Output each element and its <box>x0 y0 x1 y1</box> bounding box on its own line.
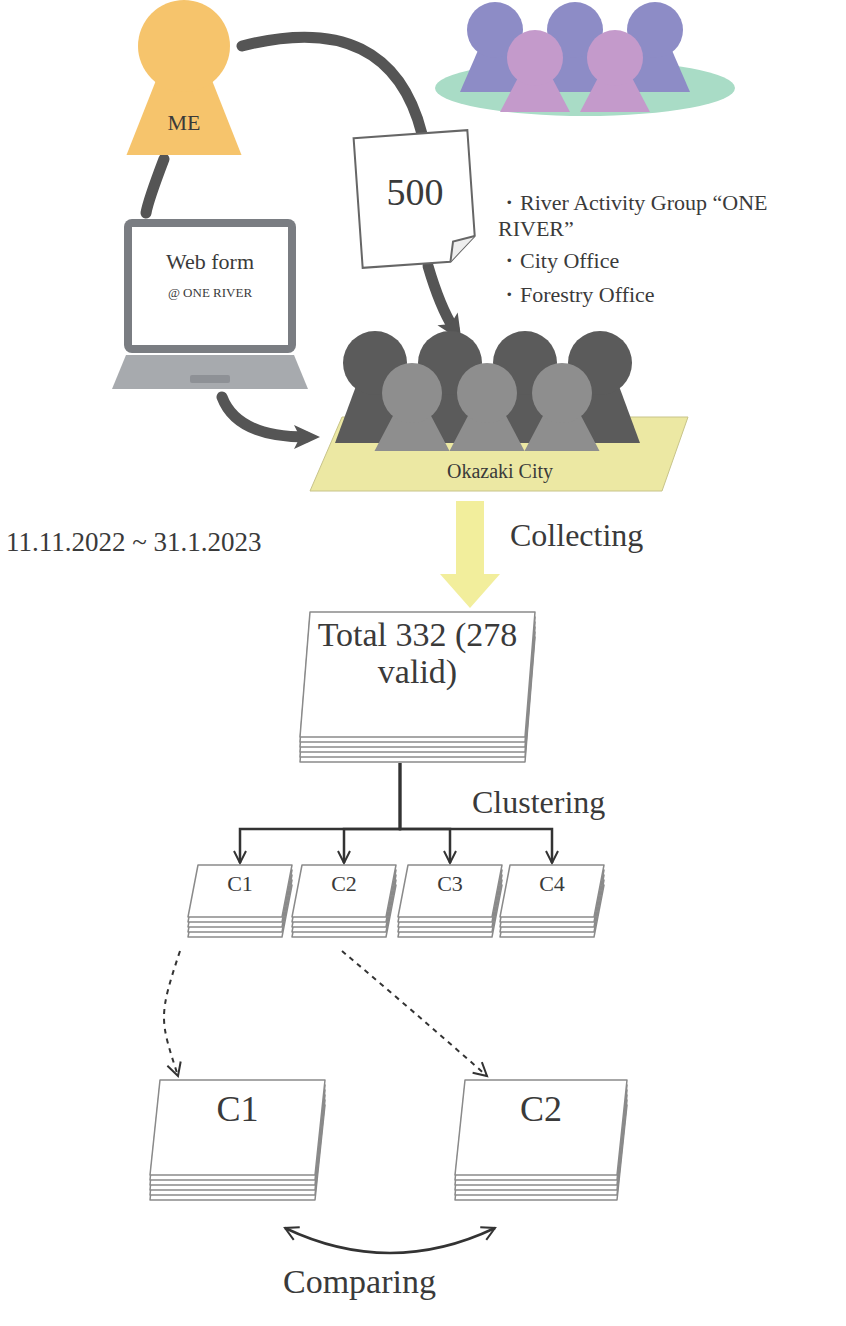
node-text: ・City Office <box>498 248 770 274</box>
cluster-stack: C4 <box>500 865 604 937</box>
connector-path <box>342 951 487 1076</box>
selected-cluster-stack: C1 <box>150 1080 325 1200</box>
tree-line <box>240 763 400 863</box>
laptop-trackpad <box>190 375 230 383</box>
web-form-laptop-outline <box>112 215 308 393</box>
node-text: ・River Activity Group “ONE RIVER” <box>498 190 770 243</box>
connector <box>222 397 306 437</box>
laptop-display <box>132 227 288 345</box>
paper-sheet <box>188 865 292 917</box>
document-sheet <box>354 130 477 268</box>
response-stack: Total 332 (278 valid) <box>300 612 535 762</box>
connector <box>146 159 164 213</box>
node-text: C3 <box>403 871 497 897</box>
cluster-stack: C3 <box>398 865 502 937</box>
connector-path <box>164 951 180 1076</box>
node-text: Web form <box>132 249 288 275</box>
paper-sheet <box>292 865 396 917</box>
person-head <box>382 363 442 423</box>
questionnaire-document: 500 <box>350 128 480 270</box>
connector-path <box>285 1228 495 1253</box>
paper-sheet <box>300 612 535 737</box>
document-fold <box>449 236 477 262</box>
tree-line <box>400 763 450 863</box>
connector <box>285 1228 495 1253</box>
connector-path <box>146 159 164 213</box>
node-text: C2 <box>465 1088 617 1131</box>
connector <box>344 763 400 863</box>
node-text: Okazaki City <box>310 459 690 483</box>
stakeholder-group: ・River Activity Group “ONE RIVER” ・City O… <box>430 0 775 320</box>
person-me: ME <box>128 0 240 155</box>
cluster-stack: C1 <box>188 865 292 937</box>
paper-sheet <box>500 865 604 917</box>
node-text: 500 <box>358 170 472 216</box>
person-head <box>507 30 563 86</box>
connector-path <box>242 37 422 134</box>
city-residents: Okazaki City <box>310 325 690 493</box>
person-head <box>457 363 517 423</box>
connector-path <box>222 397 306 437</box>
step-label: Comparing <box>283 1262 436 1303</box>
connector <box>428 266 454 329</box>
person-head <box>532 363 592 423</box>
paper-sheet <box>398 865 502 917</box>
connector <box>240 763 400 863</box>
connector <box>164 951 180 1076</box>
node-text: Total 332 (278 valid) <box>315 616 520 691</box>
paper-sheet <box>455 1080 627 1175</box>
date-range-label: 11.11.2022 ~ 31.1.2023 <box>6 526 262 558</box>
person-head <box>138 0 230 92</box>
web-form-laptop: Web form @ ONE RIVER <box>112 215 308 393</box>
node-text: C1 <box>160 1088 315 1131</box>
connector-path <box>428 266 454 329</box>
node-text: C1 <box>193 871 287 897</box>
connector <box>400 763 450 863</box>
connector <box>242 37 422 134</box>
laptop-screen <box>124 219 296 353</box>
tree-line <box>344 763 400 863</box>
node-text: C4 <box>505 871 599 897</box>
connector <box>342 951 487 1076</box>
node-text: ME <box>128 110 240 136</box>
paper-sheet <box>150 1080 325 1175</box>
connector <box>440 501 500 608</box>
cluster-stack: C2 <box>292 865 396 937</box>
node-text: C2 <box>297 871 391 897</box>
node-text: @ ONE RIVER <box>132 285 288 301</box>
selected-cluster-stack: C2 <box>455 1080 627 1200</box>
laptop-base <box>112 355 308 389</box>
step-label: Clustering <box>472 783 605 821</box>
person-head <box>587 30 643 86</box>
node-text: ・Forestry Office <box>498 282 770 308</box>
edge-label: Collecting <box>510 516 643 554</box>
collect-arrow <box>440 501 500 608</box>
